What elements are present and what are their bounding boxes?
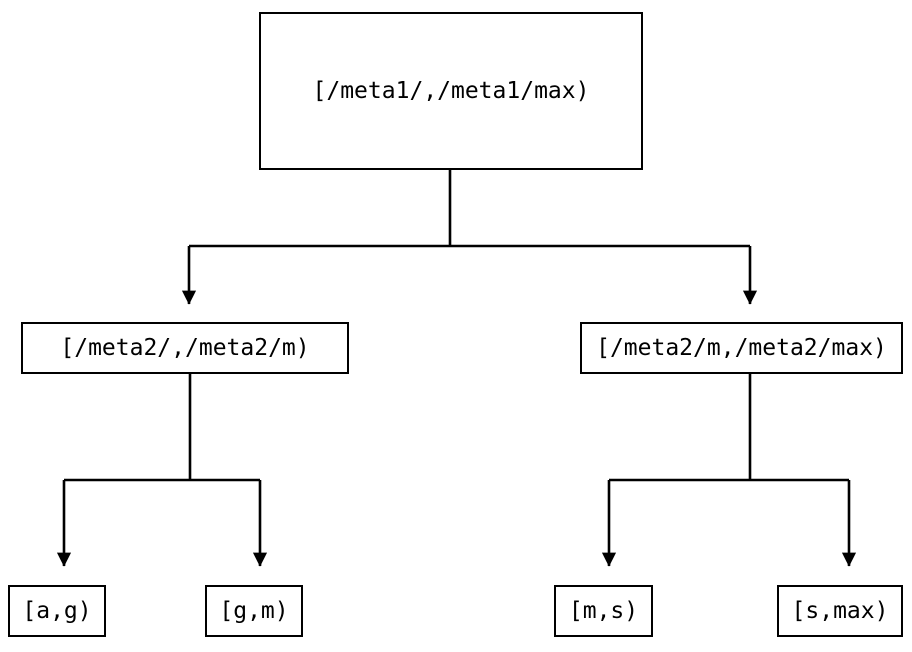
node-mid-right-label: [/meta2/m,/meta2/max) [596, 334, 887, 361]
node-root[interactable]: [/meta1/,/meta1/max) [259, 12, 643, 170]
node-leaf-s-max-label: [s,max) [791, 597, 889, 624]
node-leaf-m-s-label: [m,s) [568, 597, 639, 624]
node-mid-left-label: [/meta2/,/meta2/m) [60, 334, 310, 361]
node-leaf-s-max[interactable]: [s,max) [777, 585, 903, 637]
node-leaf-g-m[interactable]: [g,m) [205, 585, 303, 637]
node-mid-right[interactable]: [/meta2/m,/meta2/max) [580, 322, 903, 374]
node-mid-left[interactable]: [/meta2/,/meta2/m) [21, 322, 349, 374]
node-leaf-g-m-label: [g,m) [219, 597, 289, 624]
node-leaf-a-g-label: [a,g) [22, 597, 92, 624]
node-root-label: [/meta1/,/meta1/max) [312, 77, 590, 104]
node-leaf-a-g[interactable]: [a,g) [8, 585, 106, 637]
node-leaf-m-s[interactable]: [m,s) [554, 585, 653, 637]
